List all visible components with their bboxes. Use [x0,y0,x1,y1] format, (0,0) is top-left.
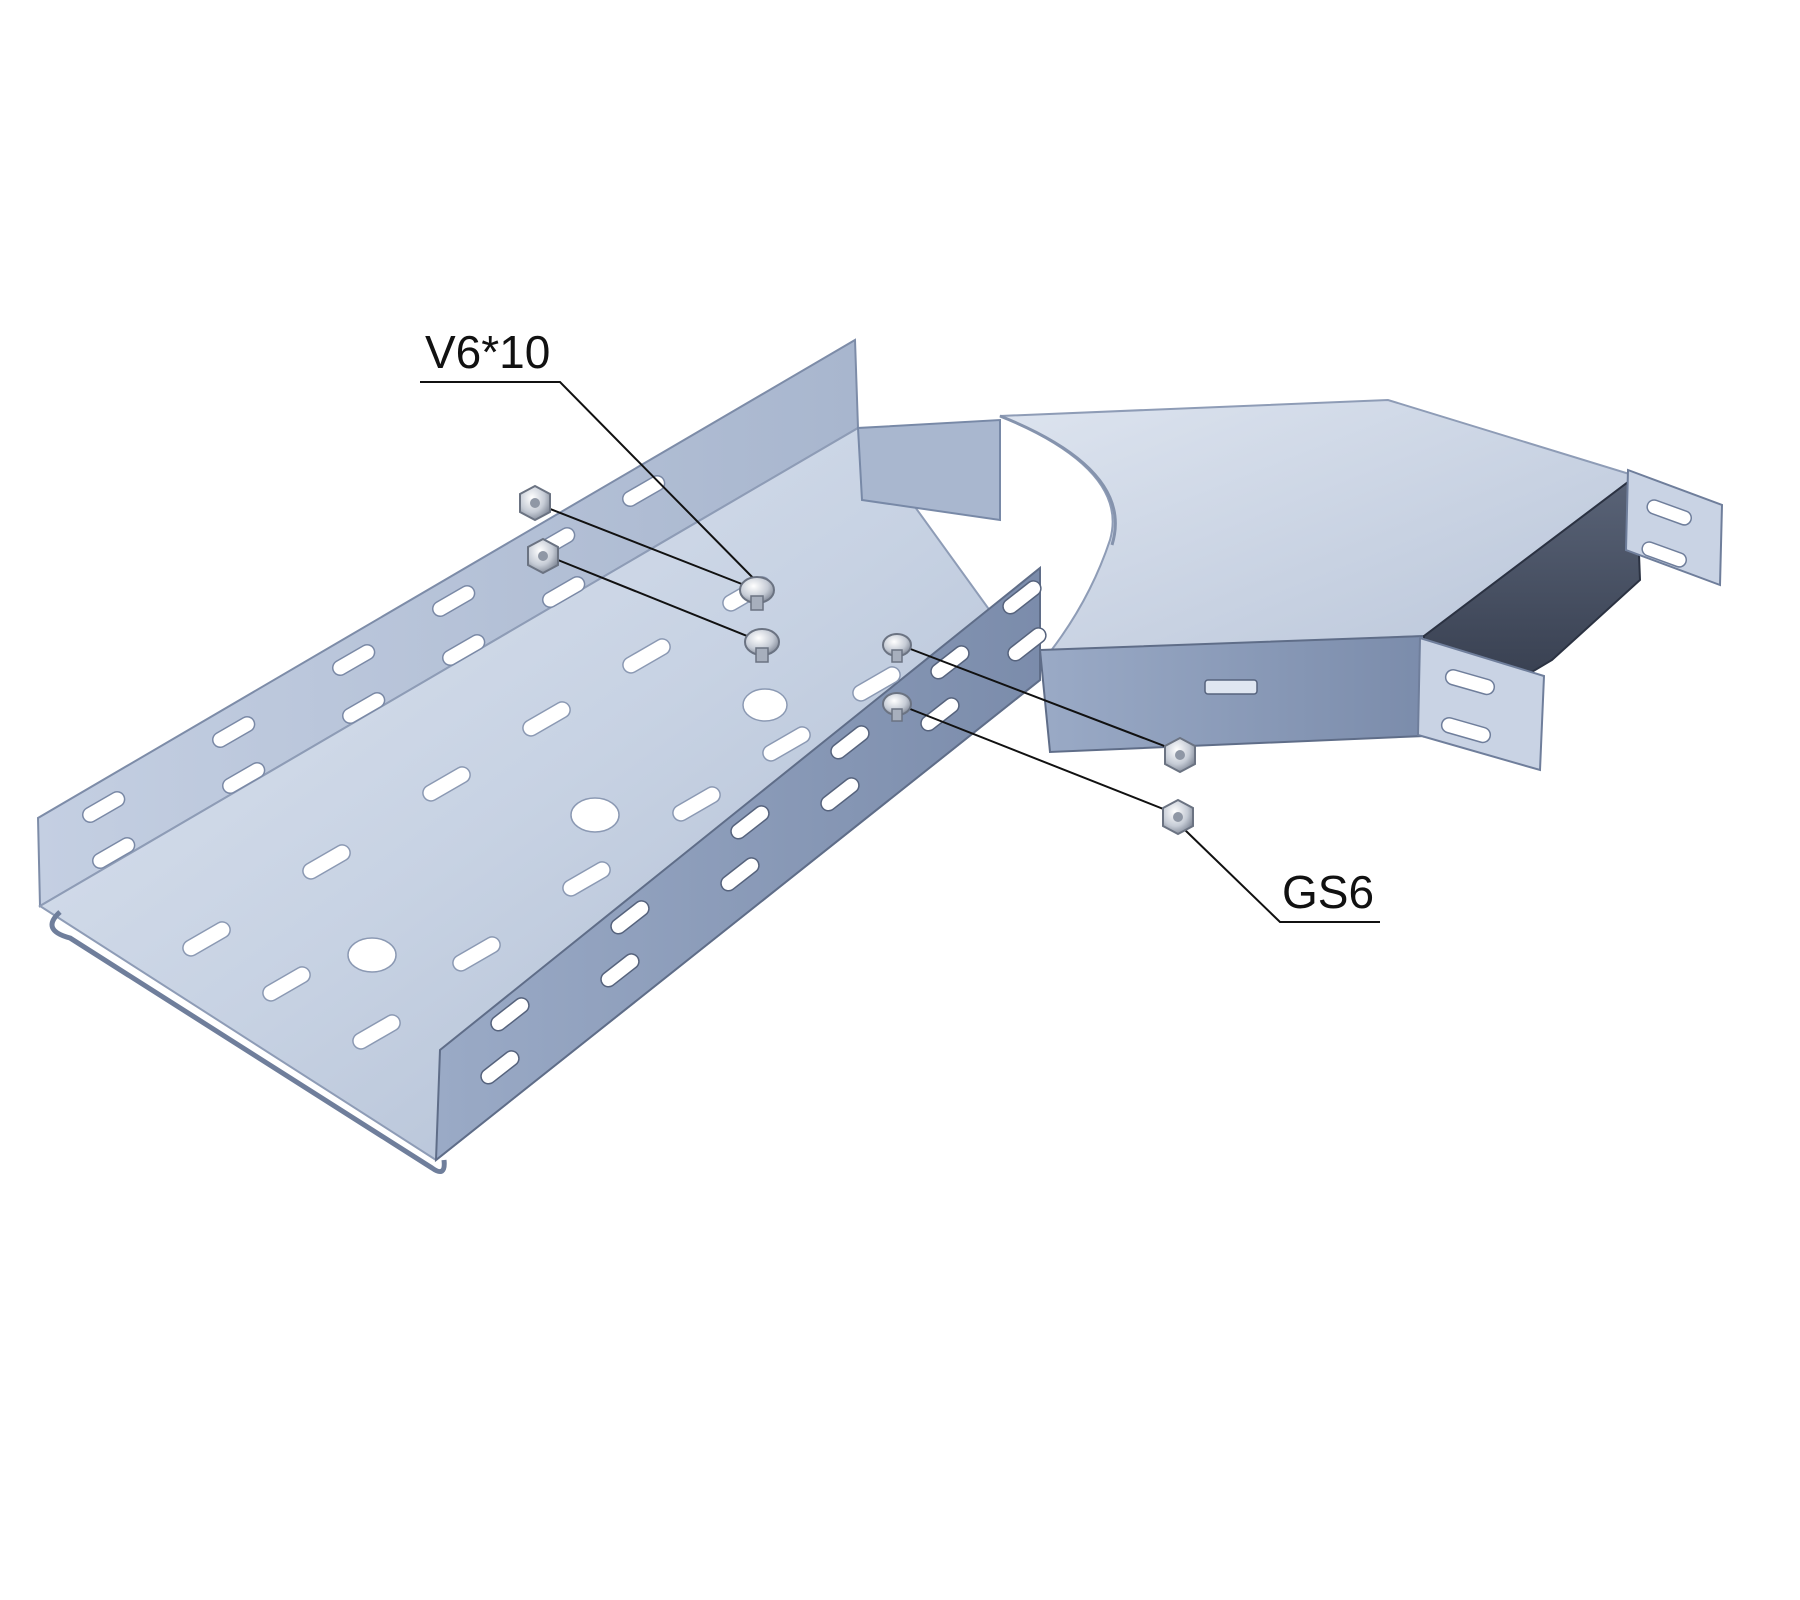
far-wall-slots [81,474,666,869]
connector-lower-slot-a [1444,669,1496,696]
bolt-callout-label: V6*10 [425,326,550,378]
fasteners [519,484,1196,836]
assembly-line-3 [899,644,1181,753]
tray-near-lip [49,910,447,1175]
bolt-leader-line [420,381,761,586]
connector-upper-slot-b [1641,541,1688,568]
bend-section [856,398,1724,772]
assembly-line-2 [547,555,758,641]
bolt-icon [882,633,912,663]
hex-nut-icon [1162,798,1194,836]
hex-nut-icon [519,484,551,522]
hex-nut-icon [1164,736,1196,774]
bend-back-wall [856,418,1001,522]
connector-upper-slot-a [1646,499,1693,526]
bolt-icon [739,576,775,611]
bend-front-wall-slot [1204,679,1258,695]
connector-lower-slot-b [1440,717,1492,744]
leader-lines [420,381,1380,923]
hex-nut-icon [527,537,559,575]
assembly-line-1 [539,504,753,589]
bend-curved-edge [999,414,1117,546]
straight-tray [36,338,1047,1175]
base-round-holes [347,688,788,973]
bolt-icon [882,692,912,722]
nut-leader-line [1184,829,1380,923]
bolt-icon [744,628,780,663]
nut-callout-label: GS6 [1282,866,1374,918]
assembly-line-4 [899,704,1177,815]
near-wall-slots [480,580,1047,1085]
tray-near-wall [434,565,1041,1163]
